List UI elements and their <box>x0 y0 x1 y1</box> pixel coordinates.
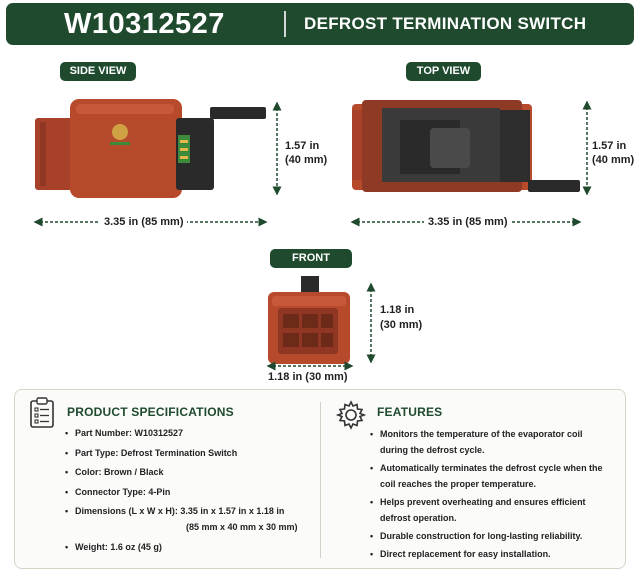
product-title: DEFROST TERMINATION SWITCH <box>304 14 587 33</box>
gear-icon <box>335 400 367 430</box>
clipboard-checklist-icon <box>30 397 54 428</box>
specs-heading: PRODUCT SPECIFICATIONS <box>67 405 234 419</box>
specs-list: Part Number: W10312527 Part Type: Defros… <box>65 428 315 562</box>
feature-item: Automatically terminates the defrost cyc… <box>370 460 610 492</box>
part-number-title: W10312527 <box>64 7 225 40</box>
feature-item: Durable construction for long-lasting re… <box>370 528 610 544</box>
side-height-dim-mm: (40 mm) <box>285 154 328 166</box>
features-list: Monitors the temperature of the evaporat… <box>370 426 610 564</box>
info-panel: PRODUCT SPECIFICATIONS Part Number: W103… <box>14 389 626 569</box>
front-height-dim-mm: (30 mm) <box>380 319 423 331</box>
spec-item: Weight: 1.6 oz (45 g) <box>65 542 315 562</box>
header-banner: W10312527 DEFROST TERMINATION SWITCH <box>6 3 634 45</box>
features-heading: FEATURES <box>377 405 443 419</box>
side-width-dim: 3.35 in (85 mm) <box>100 215 188 230</box>
feature-item: Helps prevent overheating and ensures ef… <box>370 494 610 526</box>
feature-item: Monitors the temperature of the evaporat… <box>370 426 610 458</box>
top-height-dim-in: 1.57 in <box>592 140 627 152</box>
top-view-image <box>352 100 580 192</box>
spec-item: Part Type: Defrost Termination Switch <box>65 448 315 468</box>
spec-dimensions-mm: (85 mm x 40 mm x 30 mm) <box>186 522 298 532</box>
spec-dimensions-text: Dimensions (L x W x H): 3.35 in x 1.57 i… <box>75 506 285 516</box>
top-height-dim-mm: (40 mm) <box>592 154 635 166</box>
front-width-dim: 1.18 in (30 mm) <box>268 371 348 383</box>
panel-divider <box>320 402 321 558</box>
feature-item: Direct replacement for easy installation… <box>370 546 610 562</box>
front-height-dim-in: 1.18 in <box>380 304 415 316</box>
side-view-image <box>35 99 266 198</box>
spec-item: Color: Brown / Black <box>65 467 315 487</box>
side-height-dim-in: 1.57 in <box>285 140 320 152</box>
spec-item: Part Number: W10312527 <box>65 428 315 448</box>
side-view-label: SIDE VIEW <box>60 62 136 81</box>
header-divider <box>284 11 286 37</box>
spec-item-dimensions: Dimensions (L x W x H): 3.35 in x 1.57 i… <box>65 506 315 542</box>
front-view-image <box>268 276 350 364</box>
top-view-label: TOP VIEW <box>406 62 481 81</box>
top-width-dim: 3.35 in (85 mm) <box>424 215 512 230</box>
spec-item: Connector Type: 4-Pin <box>65 487 315 507</box>
